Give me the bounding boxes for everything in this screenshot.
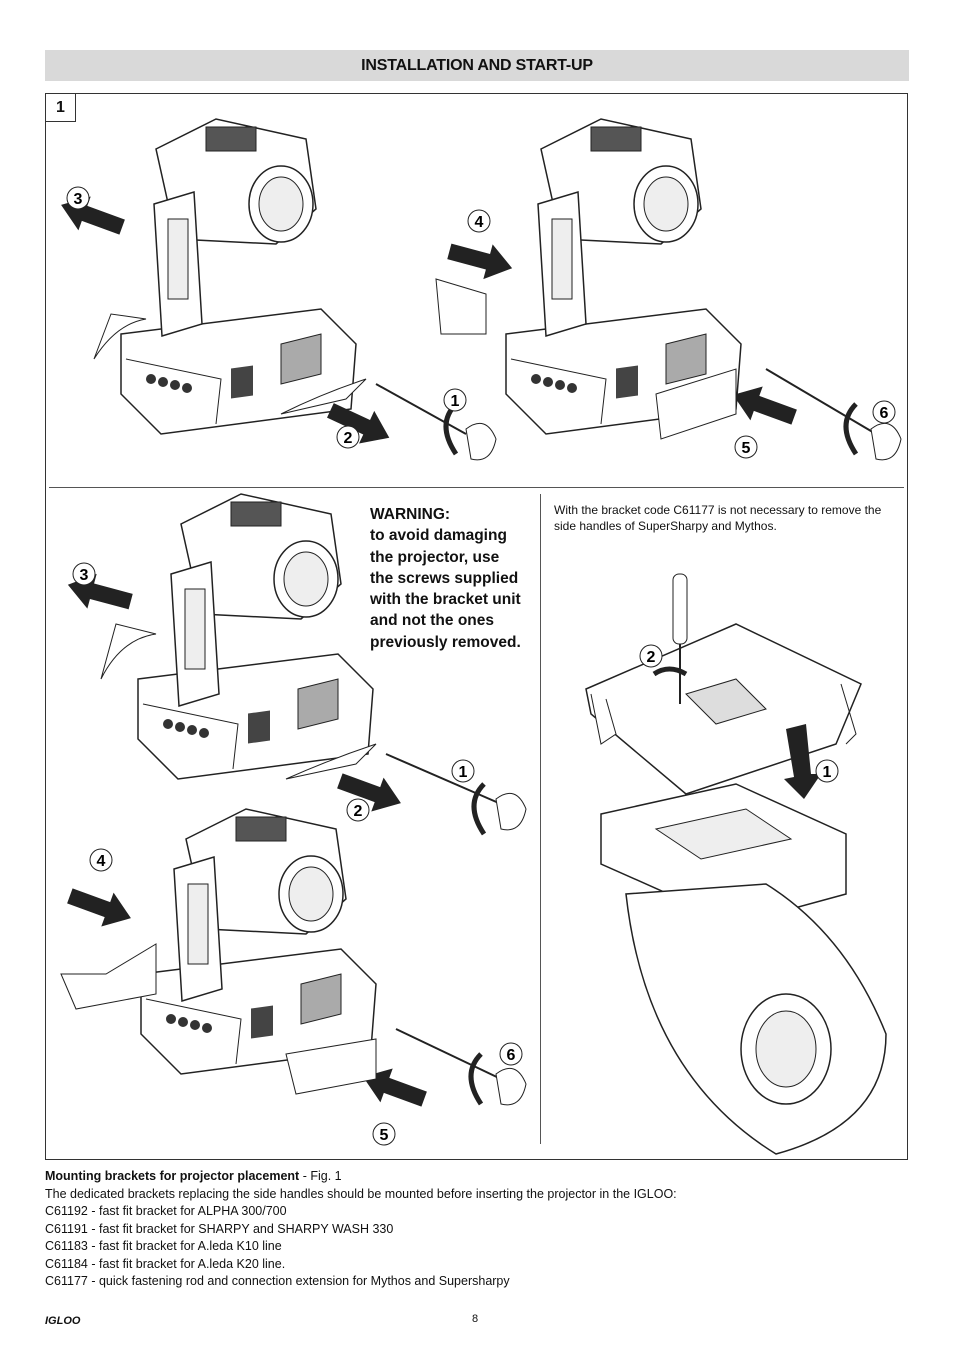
illustration-right-bracket: 2 1 <box>585 573 887 1155</box>
vertical-divider <box>540 494 541 1144</box>
callout-bl-5: 5 <box>380 1127 389 1144</box>
callout-tr-4: 4 <box>475 214 484 231</box>
installation-illustrations: 3 1 2 4 6 5 <box>54 118 902 1155</box>
warning-line: previously removed. <box>370 633 521 651</box>
callout-ml-1: 1 <box>459 764 468 781</box>
warning-line: with the bracket unit <box>370 591 521 609</box>
caption-fig-ref: - Fig. 1 <box>299 1169 342 1183</box>
caption-item: C61192 - fast fit bracket for ALPHA 300/… <box>45 1204 287 1218</box>
callout-ml-2: 2 <box>354 803 363 820</box>
callout-tl-2: 2 <box>344 430 353 447</box>
callout-right-2: 2 <box>647 649 656 666</box>
page-number: 8 <box>472 1313 479 1325</box>
caption-item: C61183 - fast fit bracket for A.leda K10… <box>45 1239 282 1253</box>
warning-block: WARNING: to avoid damaging the projector… <box>370 504 530 653</box>
bracket-note: With the bracket code C61177 is not nece… <box>554 503 882 533</box>
illustration-top-right: 4 6 5 <box>435 118 902 461</box>
illustration-middle-left: 3 1 2 <box>63 493 527 836</box>
caption-title: Mounting brackets for projector placemen… <box>45 1169 300 1183</box>
callout-tl-3: 3 <box>74 191 83 208</box>
horizontal-divider <box>49 487 904 488</box>
caption-intro: The dedicated brackets replacing the sid… <box>45 1186 677 1201</box>
callout-tl-1: 1 <box>451 393 460 410</box>
callout-bl-6: 6 <box>507 1047 516 1064</box>
warning-line: to avoid damaging <box>370 527 507 545</box>
warning-title: WARNING: <box>370 506 451 523</box>
figure-number: 1 <box>46 94 76 122</box>
warning-line: and not the ones <box>370 612 494 630</box>
caption-item: C61191 - fast fit bracket for SHARPY and… <box>45 1221 394 1236</box>
section-header: INSTALLATION AND START-UP <box>45 50 909 81</box>
warning-line: the screws supplied <box>370 569 519 587</box>
footer-brand: IGLOO <box>45 1315 81 1327</box>
callout-tr-5: 5 <box>742 440 751 457</box>
callout-bl-4: 4 <box>97 853 106 870</box>
illustration-top-left: 3 1 2 <box>54 118 497 461</box>
caption-item: C61177 - quick fastening rod and connect… <box>45 1274 510 1288</box>
section-title: INSTALLATION AND START-UP <box>361 56 593 74</box>
figure-1-box: 1 <box>45 93 908 1160</box>
caption-item: C61184 - fast fit bracket for A.leda K20… <box>45 1256 286 1271</box>
warning-line: the projector, use <box>370 548 500 566</box>
callout-right-1: 1 <box>823 764 832 781</box>
callout-tr-6: 6 <box>880 405 889 422</box>
illustration-bottom-left: 4 6 5 <box>60 808 527 1146</box>
figure-caption: Mounting brackets for projector placemen… <box>45 1168 909 1291</box>
callout-ml-3: 3 <box>80 567 89 584</box>
